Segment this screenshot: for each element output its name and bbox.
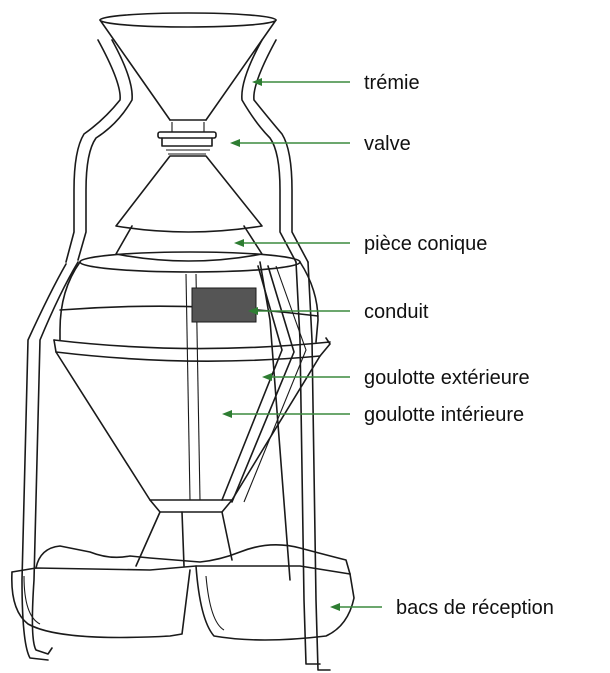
label-outer-chute: goulotte extérieure (364, 368, 530, 388)
label-duct: conduit (364, 302, 429, 322)
label-collection-bins: bacs de réception (396, 598, 554, 618)
label-valve: valve (364, 134, 411, 154)
valve (158, 132, 216, 154)
separator-body (54, 252, 330, 566)
label-hopper: trémie (364, 73, 420, 93)
label-inner-chute: goulotte intérieure (364, 405, 524, 425)
frame-rods (22, 40, 330, 670)
duct-band (192, 288, 256, 322)
label-conical-piece: pièce conique (364, 234, 487, 254)
